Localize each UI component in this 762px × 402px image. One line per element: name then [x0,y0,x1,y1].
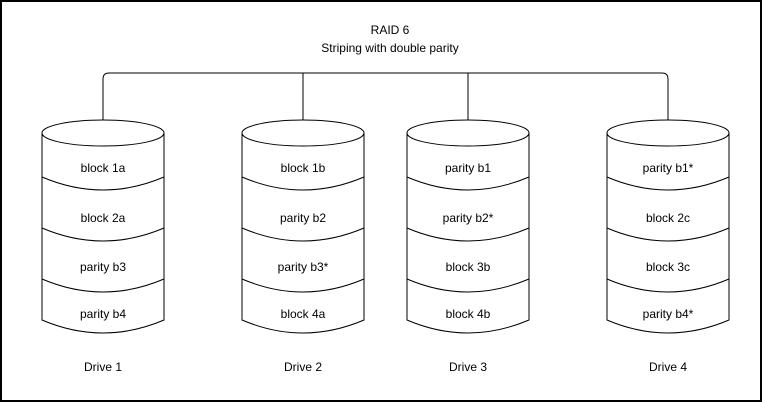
segment-label: block 3c [646,260,690,274]
segment-divider [41,278,165,293]
drive-label: Drive 2 [284,360,322,374]
segment-label: block 1a [81,161,126,175]
diagram-title: RAID 6 [371,23,410,37]
drive-cylinder-2: block 1b parity b2 parity b3* block 4a D… [241,119,365,374]
segment-divider [241,176,365,191]
segment-divider [241,278,365,293]
bus-connector [102,72,669,120]
segment-label: parity b2* [443,211,494,225]
segment-label: parity b1* [643,161,694,175]
drive-cylinder-4: parity b1* block 2c block 3c parity b4* … [606,119,730,374]
segment-divider [406,176,530,191]
segment-divider [41,227,165,242]
segment-divider [406,227,530,242]
segment-label: block 4b [446,307,491,321]
segment-divider [606,278,730,293]
segment-divider [406,278,530,293]
segment-label: block 2c [646,211,690,225]
segment-label: block 1b [281,161,326,175]
segment-divider [241,227,365,242]
segment-divider [606,227,730,242]
segment-divider [606,176,730,191]
cylinder-top [241,119,365,147]
segment-label: parity b3 [80,260,126,274]
drive-label: Drive 4 [649,360,687,374]
drive-cylinder-1: block 1a block 2a parity b3 parity b4 Dr… [41,119,165,374]
segment-label: parity b3* [278,260,329,274]
drive-label: Drive 1 [84,360,122,374]
segment-label: block 4a [281,307,326,321]
drive-cylinder-3: parity b1 parity b2* block 3b block 4b D… [406,119,530,374]
segment-label: parity b2 [280,211,326,225]
segment-label: parity b4* [643,307,694,321]
segment-label: block 3b [446,260,491,274]
segment-label: block 2a [81,211,126,225]
cylinder-top [41,119,165,147]
cylinder-top [406,119,530,147]
segment-label: parity b4 [80,307,126,321]
diagram-subtitle: Striping with double parity [321,41,458,55]
segment-label: parity b1 [445,161,491,175]
segment-divider [41,176,165,191]
drive-label: Drive 3 [449,360,487,374]
cylinder-top [606,119,730,147]
